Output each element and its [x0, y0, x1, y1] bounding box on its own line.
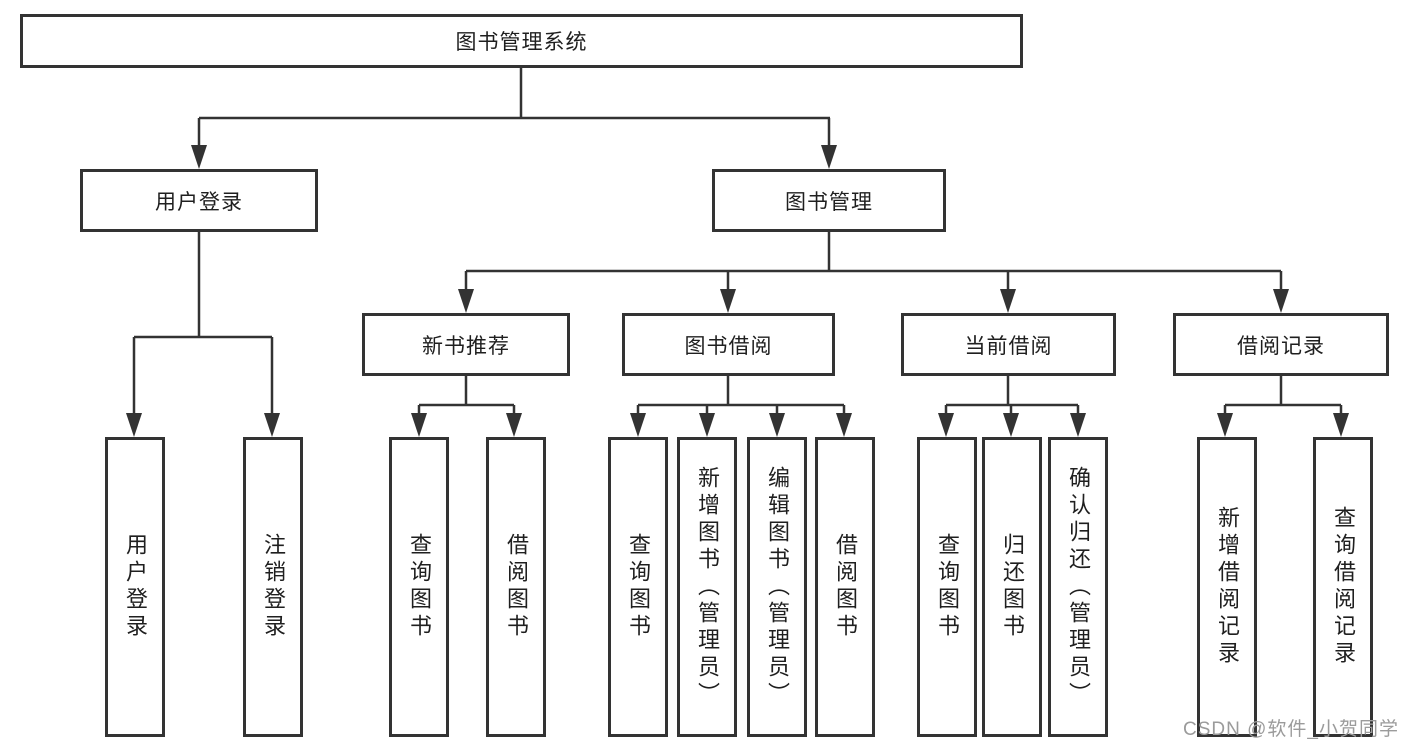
leaf-user-login: 用户登录 [105, 437, 165, 737]
leaf-query-books-recommend: 查询图书 [389, 437, 449, 737]
leaf-borrow-books-borrowing: 借阅图书 [815, 437, 875, 737]
node-borrowing-records: 借阅记录 [1173, 313, 1389, 376]
leaf-logout: 注销登录 [243, 437, 303, 737]
leaf-query-borrow-record: 查询借阅记录 [1313, 437, 1373, 737]
node-book-management: 图书管理 [712, 169, 946, 232]
node-user-login: 用户登录 [80, 169, 318, 232]
watermark: CSDN @软件_小贺同学 [1183, 719, 1399, 740]
leaf-borrow-books-recommend: 借阅图书 [486, 437, 546, 737]
leaf-return-books: 归还图书 [982, 437, 1042, 737]
leaf-query-books-current: 查询图书 [917, 437, 977, 737]
leaf-add-book-admin: 新增图书（管理员） [677, 437, 737, 737]
node-current-borrowing: 当前借阅 [901, 313, 1116, 376]
leaf-confirm-return-admin: 确认归还（管理员） [1048, 437, 1108, 737]
leaf-add-borrow-record: 新增借阅记录 [1197, 437, 1257, 737]
node-root: 图书管理系统 [20, 14, 1023, 68]
leaf-query-books-borrowing: 查询图书 [608, 437, 668, 737]
node-book-borrowing: 图书借阅 [622, 313, 835, 376]
node-new-book-recommend: 新书推荐 [362, 313, 570, 376]
leaf-edit-book-admin: 编辑图书（管理员） [747, 437, 807, 737]
